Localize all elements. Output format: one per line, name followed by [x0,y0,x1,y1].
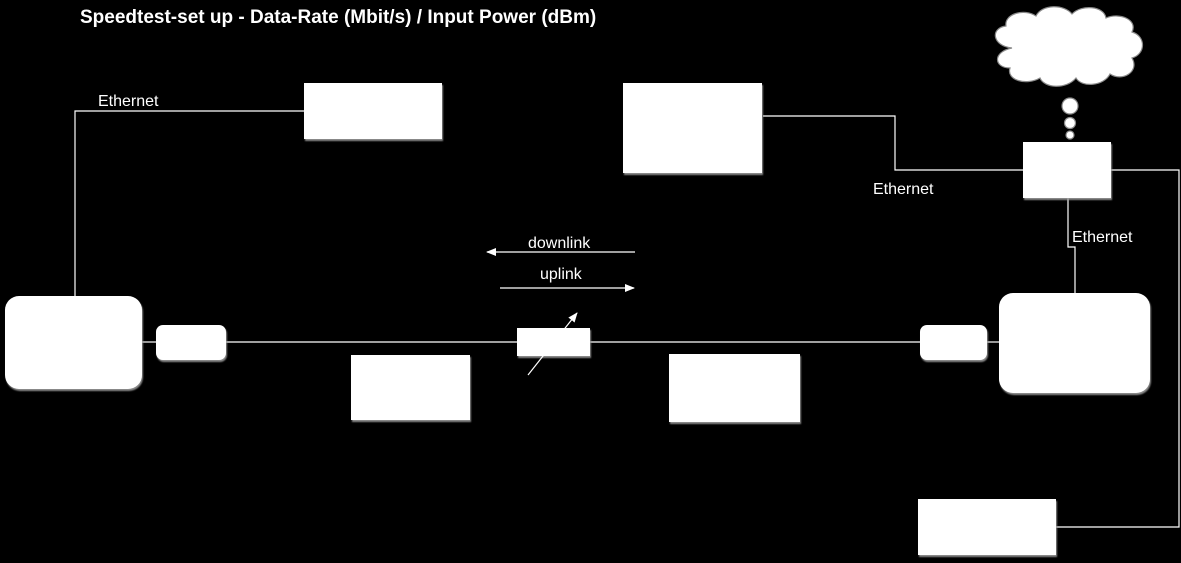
network-switch-box [1023,142,1111,198]
variable-attenuator-symbol [527,312,578,376]
link-line-bottom-right [1056,169,1180,528]
left-connector [156,325,226,360]
top-middle-box [623,83,762,173]
right-device [999,293,1150,393]
right-connector [920,325,987,360]
bottom-left-center-box [351,355,470,420]
bottom-right-center-box [669,354,800,422]
ethernet-label-right-vertical: Ethernet [1072,229,1133,246]
uplink-label: uplink [540,266,582,283]
ethernet-label-right-middle: Ethernet [873,181,934,198]
cloud-icon [994,6,1144,140]
downlink-label: downlink [528,235,591,252]
cloud-bubble-small [1065,130,1075,140]
cloud-bubble-large [1061,97,1079,115]
bottom-right-box [918,499,1056,555]
top-left-box [304,83,442,139]
diagram-title: Speedtest-set up - Data-Rate (Mbit/s) / … [80,7,597,28]
left-device [5,296,142,389]
ethernet-line-right-middle [763,115,1023,171]
ethernet-line-right-vertical [1067,198,1076,293]
cloud-bubble-medium [1063,116,1077,130]
ethernet-line-left [74,110,304,296]
ethernet-label-left: Ethernet [98,93,159,110]
